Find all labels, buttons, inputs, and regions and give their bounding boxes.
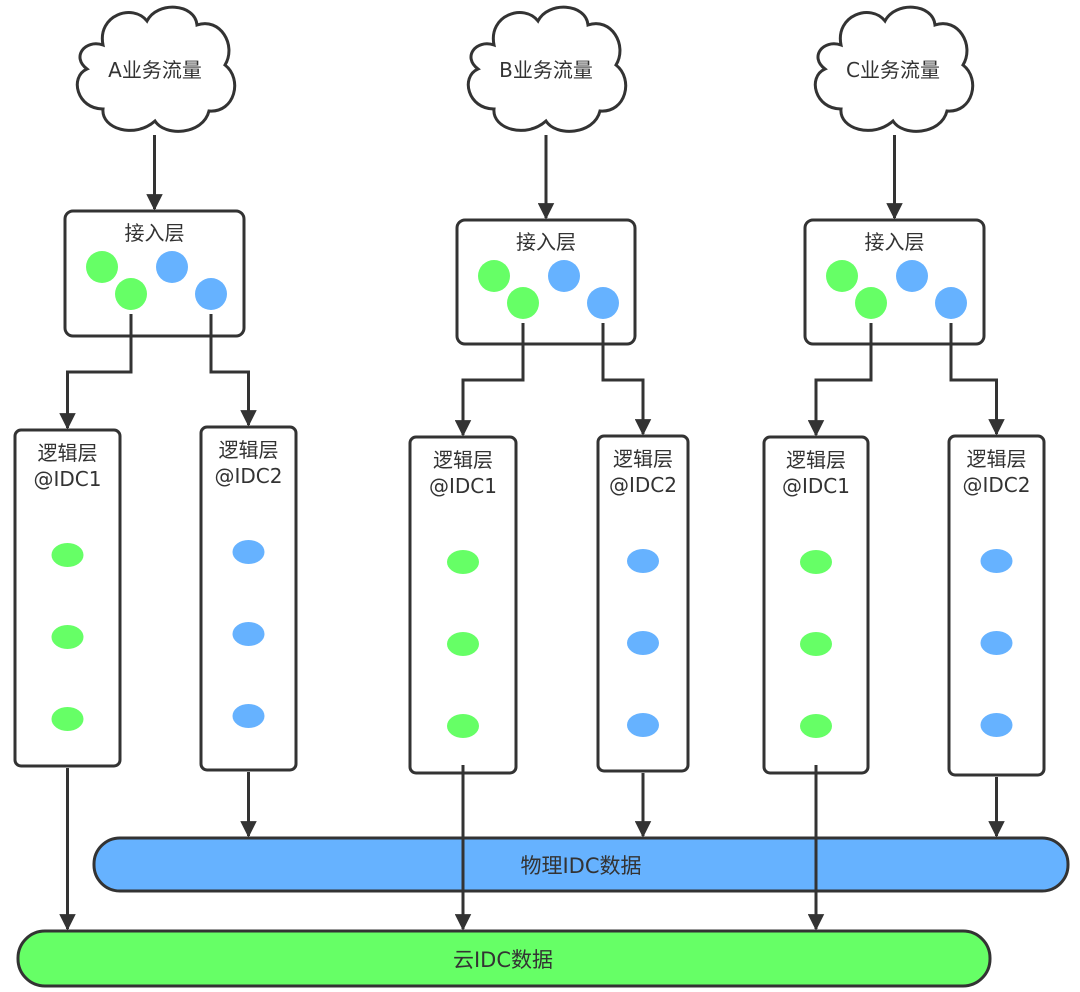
arrow-access-to-idc1: [807, 323, 873, 437]
logic-layer-idc-label: @IDC2: [215, 464, 283, 488]
logic-layer-title: 逻辑层: [786, 448, 846, 472]
access-node-blue: [587, 287, 619, 319]
cloud-icon: [813, 5, 975, 133]
logic-layer-idc-label: @IDC1: [429, 474, 497, 498]
physical-idc-data-bar: 物理IDC数据: [92, 836, 1070, 893]
access-node-blue: [195, 278, 227, 310]
logic-layer-idc1: 逻辑层@IDC1: [762, 435, 870, 775]
logic-layer-idc1: 逻辑层@IDC1: [13, 428, 122, 768]
access-layer-label: 接入层: [516, 230, 576, 254]
traffic-label: C业务流量: [846, 58, 940, 82]
logic-layer-idc2-frame: [947, 434, 1046, 777]
logic-layer-idc-label: @IDC2: [963, 473, 1031, 497]
logic-layer-title: 逻辑层: [967, 447, 1027, 471]
logic-layer-idc1-frame: [13, 428, 122, 768]
logic-node-green: [447, 714, 479, 738]
logic-layer-idc2-frame: [596, 434, 690, 773]
traffic-cloud: A业务流量: [75, 5, 237, 133]
access-node-green: [115, 278, 147, 310]
cloud-icon: [75, 5, 237, 133]
logic-node-green: [51, 543, 84, 567]
arrow-access-to-idc2: [209, 314, 257, 427]
cloud-idc-data-bar: 云IDC数据: [16, 929, 992, 988]
traffic-cloud: C业务流量: [813, 5, 975, 133]
access-node-blue: [156, 251, 188, 283]
logic-layer-idc2: 逻辑层@IDC2: [596, 434, 690, 773]
arrow-access-to-idc2: [949, 323, 1005, 436]
cloud-icon: [466, 5, 628, 133]
logic-node-blue: [232, 622, 265, 646]
logic-node-green: [447, 632, 479, 656]
logic-layer-title: 逻辑层: [219, 438, 279, 462]
logic-node-blue: [980, 549, 1013, 573]
arrow-access-to-idc1: [59, 314, 133, 430]
logic-node-green: [800, 632, 832, 656]
logic-node-blue: [232, 540, 265, 564]
access-node-green: [86, 251, 118, 283]
traffic-label: B业务流量: [499, 58, 593, 82]
access-layer-label: 接入层: [865, 230, 925, 254]
access-node-blue: [935, 287, 967, 319]
access-layer-box: 接入层: [63, 209, 246, 338]
logic-node-blue: [627, 549, 659, 573]
access-layer-frame: [455, 218, 637, 346]
access-node-green: [855, 287, 887, 319]
logic-node-green: [51, 625, 84, 649]
traffic-cloud: B业务流量: [466, 5, 628, 133]
logic-node-green: [447, 550, 479, 574]
logic-layer-idc2: 逻辑层@IDC2: [947, 434, 1046, 777]
logic-layer-idc1: 逻辑层@IDC1: [408, 435, 518, 775]
access-layer-box: 接入层: [803, 218, 986, 346]
logic-node-green: [800, 714, 832, 738]
logic-layer-title: 逻辑层: [38, 441, 98, 465]
traffic-label: A业务流量: [108, 58, 202, 82]
logic-layer-idc-label: @IDC2: [609, 473, 677, 497]
access-node-green: [478, 260, 510, 292]
access-node-blue: [896, 260, 928, 292]
arrow-access-to-idc2: [601, 323, 652, 436]
access-layer-box: 接入层: [455, 218, 637, 346]
logic-node-blue: [980, 631, 1013, 655]
cloud-idc-data-label: 云IDC数据: [453, 948, 553, 972]
access-node-green: [507, 287, 539, 319]
arrow-access-to-idc1: [454, 323, 525, 437]
logic-layer-idc2-frame: [199, 425, 298, 772]
logic-layer-title: 逻辑层: [613, 447, 673, 471]
logic-node-blue: [627, 631, 659, 655]
access-node-blue: [548, 260, 580, 292]
logic-node-green: [800, 550, 832, 574]
logic-node-blue: [627, 713, 659, 737]
logic-layer-title: 逻辑层: [433, 448, 493, 472]
physical-idc-data-label: 物理IDC数据: [520, 854, 641, 878]
logic-node-blue: [980, 713, 1013, 737]
logic-layer-idc2: 逻辑层@IDC2: [199, 425, 298, 772]
access-layer-label: 接入层: [125, 221, 185, 245]
logic-node-green: [51, 707, 84, 731]
logic-layer-idc-label: @IDC1: [34, 467, 102, 491]
access-node-green: [826, 260, 858, 292]
logic-layer-idc-label: @IDC1: [782, 474, 850, 498]
logic-node-blue: [232, 704, 265, 728]
